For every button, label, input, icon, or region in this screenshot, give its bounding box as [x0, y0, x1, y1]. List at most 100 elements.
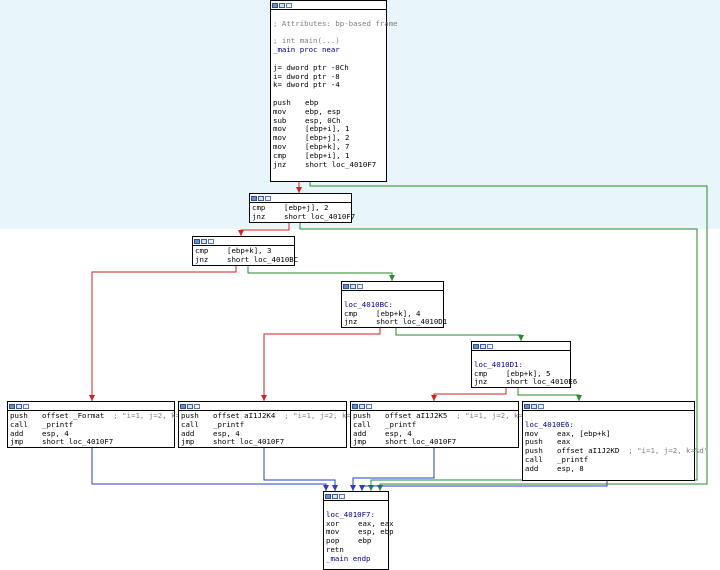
hexrays-icon[interactable] [487, 343, 493, 349]
operands[interactable]: ebp, esp [305, 106, 341, 116]
hexrays-icon[interactable] [286, 2, 292, 8]
operands[interactable]: [ebp+k], 4 [376, 308, 421, 318]
hexrays-icon[interactable] [208, 238, 214, 244]
operands[interactable]: _printf [385, 419, 417, 429]
operands[interactable]: esp, 0Ch [305, 115, 341, 125]
operands[interactable]: short loc_4010F7 [284, 211, 356, 221]
color-icon[interactable] [187, 403, 193, 409]
hexrays-icon[interactable] [265, 195, 271, 201]
hexrays-icon[interactable] [538, 403, 544, 409]
operands[interactable]: ebp [358, 536, 372, 546]
hexrays-icon[interactable] [366, 403, 372, 409]
edge-true-cmp-j-to-loc-4010f7[interactable] [299, 223, 698, 491]
operands[interactable]: _printf [213, 419, 245, 429]
operands[interactable]: [ebp+j], 2 [284, 203, 329, 212]
node-header[interactable] [351, 402, 518, 411]
operands[interactable]: [ebp+i], 1 [305, 150, 350, 160]
graph-icon[interactable] [524, 403, 530, 409]
node-header[interactable] [324, 492, 388, 501]
operands[interactable]: _printf [42, 419, 74, 429]
hexrays-icon[interactable] [339, 493, 345, 499]
edge-false-loc-4010bc-to-print-k4[interactable] [263, 328, 381, 401]
edge-true-loc-4010bc-to-loc-4010d1[interactable] [395, 328, 522, 341]
node-header[interactable] [8, 402, 174, 411]
graph-icon[interactable] [194, 238, 200, 244]
color-icon[interactable] [531, 403, 537, 409]
operands[interactable]: esp, 4 [42, 428, 69, 438]
node-header[interactable] [193, 237, 294, 246]
hexrays-icon[interactable] [357, 283, 363, 289]
graph-icon[interactable] [272, 2, 278, 8]
edge-jump-print-k5-to-loc-4010f7[interactable] [352, 448, 435, 491]
operands[interactable]: short loc_4010F7 [385, 437, 457, 447]
operands[interactable]: offset aI1J2K5 [385, 411, 448, 420]
edge-jump-loc-4010e6-to-loc-4010f7[interactable] [361, 481, 608, 491]
color-icon[interactable] [258, 195, 264, 201]
operands[interactable]: esp, 8 [557, 463, 584, 473]
operands[interactable]: eax [557, 437, 571, 447]
edge-jump-print-k3-to-loc-4010f7[interactable] [91, 448, 327, 491]
edge-false-cmp-j-to-cmp-k-3[interactable] [240, 223, 290, 236]
operands[interactable]: short loc_4010D1 [376, 317, 448, 327]
node-header[interactable] [179, 402, 346, 411]
operands[interactable]: eax, [ebp+k] [557, 428, 611, 438]
edge-jump-print-k4-to-loc-4010f7[interactable] [263, 448, 336, 491]
node-main-entry[interactable]: ; Attributes: bp-based frame ; int main(… [270, 0, 398, 182]
operands[interactable]: esp, 4 [213, 428, 240, 438]
graph-icon[interactable] [9, 403, 15, 409]
operands[interactable]: eax, eax [358, 518, 394, 528]
edge-false-loc-4010d1-to-print-k5[interactable] [433, 388, 507, 401]
color-icon[interactable] [16, 403, 22, 409]
graph-icon[interactable] [473, 343, 479, 349]
operands[interactable]: short loc_4010F7 [213, 437, 285, 447]
node-header[interactable] [342, 282, 443, 291]
color-icon[interactable] [480, 343, 486, 349]
hexrays-icon[interactable] [194, 403, 200, 409]
operands[interactable]: short loc_4010E6 [506, 377, 578, 387]
node-header[interactable] [271, 1, 386, 10]
graph-icon[interactable] [180, 403, 186, 409]
color-icon[interactable] [201, 238, 207, 244]
graph-icon[interactable] [251, 195, 257, 201]
color-icon[interactable] [350, 283, 356, 289]
node-header[interactable] [523, 402, 694, 411]
operands[interactable]: short loc_4010F7 [305, 159, 377, 169]
instruction-line: cmp [ebp+j], 2 [252, 203, 349, 213]
operands[interactable]: ebp [305, 97, 319, 107]
operands[interactable]: offset _Format [42, 411, 105, 420]
mnemonic: cmp [252, 203, 266, 212]
operands[interactable]: offset aI1J2K4 [213, 411, 276, 420]
operands[interactable]: _printf [557, 454, 589, 464]
operands[interactable]: [ebp+i], 1 [305, 124, 350, 134]
hexrays-icon[interactable] [23, 403, 29, 409]
operands[interactable]: esp, ebp [358, 527, 394, 537]
operands[interactable]: short loc_4010BC [227, 254, 299, 264]
edge-true-loc-4010d1-to-loc-4010e6[interactable] [517, 388, 580, 401]
edge-false-cmp-k-3-to-print-k3[interactable] [91, 266, 237, 401]
node-header[interactable] [250, 194, 351, 203]
operands[interactable]: [ebp+k], 5 [506, 368, 551, 378]
operands[interactable]: [ebp+k], 7 [305, 141, 350, 151]
operands[interactable]: short loc_4010F7 [42, 437, 114, 447]
color-icon[interactable] [279, 2, 285, 8]
edge-true-cmp-k-3-to-loc-4010bc[interactable] [247, 266, 393, 281]
operands[interactable]: [ebp+j], 2 [305, 133, 350, 143]
graph-icon[interactable] [343, 283, 349, 289]
operands[interactable]: offset aI1J2KD [557, 446, 620, 456]
operands[interactable]: esp, 4 [385, 428, 412, 438]
node-header[interactable] [472, 342, 570, 351]
operands[interactable]: [ebp+k], 3 [227, 246, 272, 255]
graph-icon[interactable] [325, 493, 331, 499]
graph-icon[interactable] [352, 403, 358, 409]
color-icon[interactable] [359, 403, 365, 409]
color-icon[interactable] [332, 493, 338, 499]
